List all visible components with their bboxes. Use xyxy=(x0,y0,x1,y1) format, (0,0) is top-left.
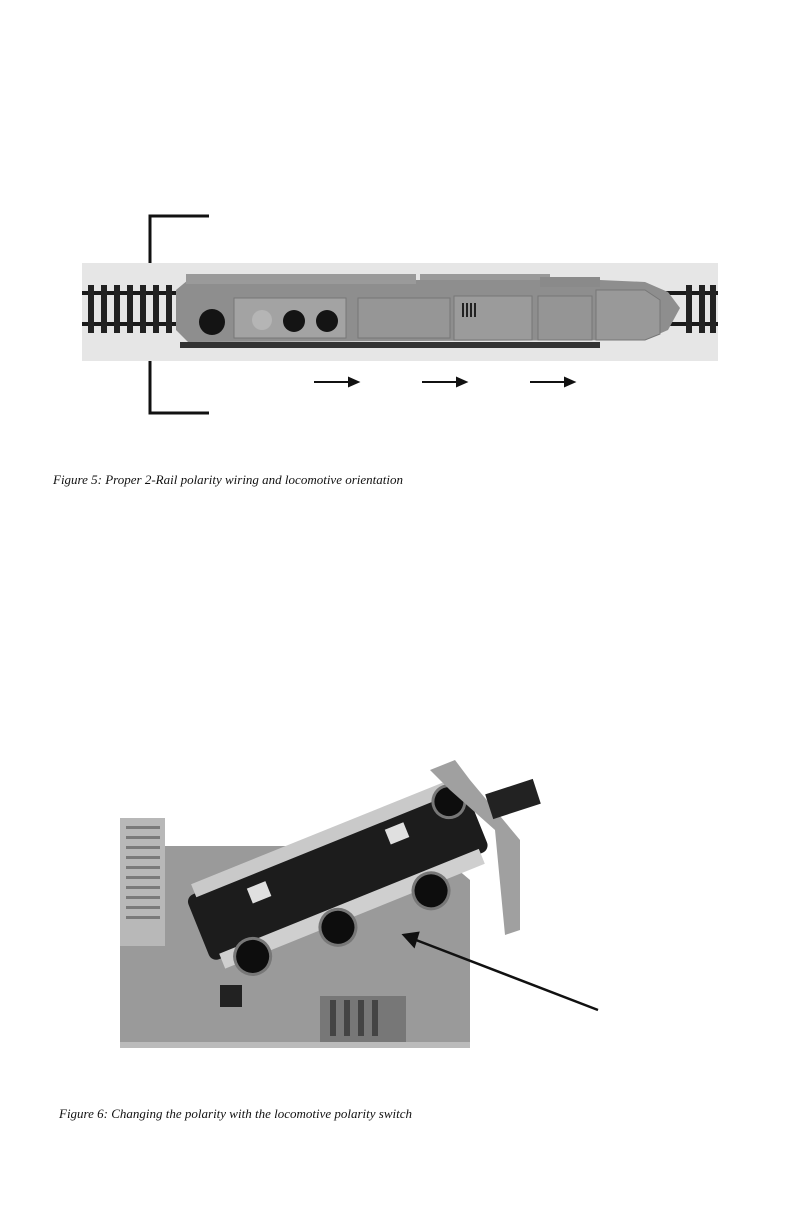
coupler-head xyxy=(485,779,541,819)
figure-6-caption: Figure 6: Changing the polarity with the… xyxy=(59,1106,412,1122)
